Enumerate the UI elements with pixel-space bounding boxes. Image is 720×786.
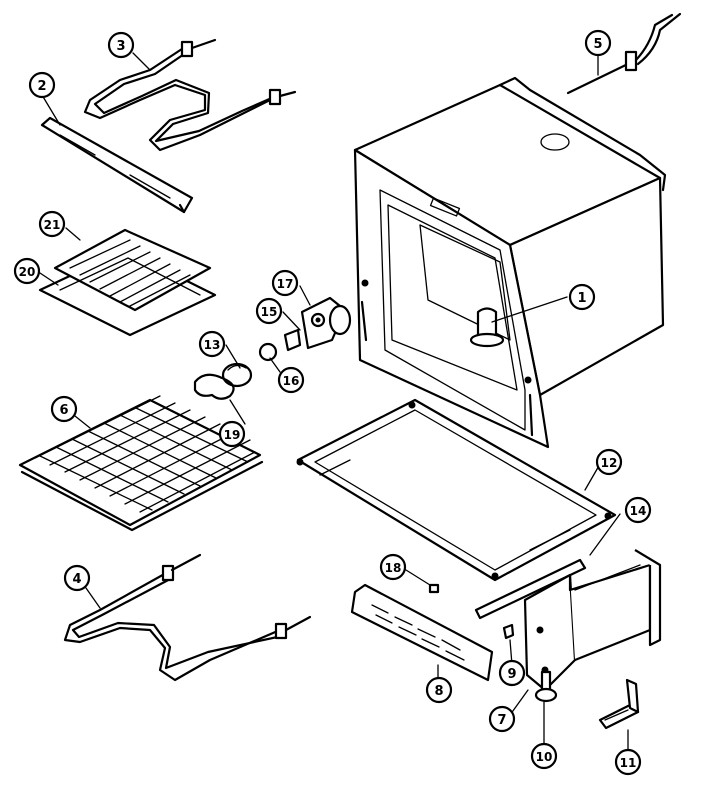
callout-label: 18: [385, 561, 402, 575]
callout-label: 3: [116, 39, 125, 54]
broil-element: [83, 38, 297, 152]
callout-label: 21: [44, 218, 61, 232]
callout-8: 8: [425, 676, 453, 704]
temperature-sensor: [566, 12, 682, 95]
bake-element: [63, 553, 312, 682]
callout-6: 6: [50, 395, 78, 423]
callout-label: 4: [72, 572, 81, 587]
callout-label: 12: [601, 456, 618, 470]
callout-label: 17: [277, 277, 294, 291]
callout-10: 10: [530, 742, 558, 770]
callout-label: 7: [497, 713, 506, 728]
broil-pan: [38, 228, 217, 337]
callout-7: 7: [488, 705, 516, 733]
callout-9: 9: [498, 659, 526, 687]
callout-label: 11: [620, 756, 637, 770]
callout-21: 21: [38, 210, 66, 238]
oven-light-assembly: [193, 296, 352, 400]
callout-label: 1: [577, 291, 586, 306]
leader-lines: [39, 52, 629, 754]
clip-9: [502, 623, 515, 640]
screw-18: [428, 583, 440, 594]
mounting-bracket: [40, 116, 194, 214]
anti-tip-bracket: [598, 678, 640, 730]
vent-plate: [350, 583, 494, 682]
callout-label: 19: [224, 428, 241, 442]
callout-11: 11: [614, 748, 642, 776]
callout-5: 5: [584, 29, 612, 57]
callout-label: 9: [507, 667, 516, 682]
callout-15: 15: [255, 297, 283, 325]
side-bracket: [523, 549, 662, 692]
callout-12: 12: [595, 448, 623, 476]
callout-label: 10: [536, 750, 553, 764]
callout-label: 6: [59, 403, 68, 418]
callout-label: 15: [261, 305, 278, 319]
callout-label: 8: [434, 684, 443, 699]
callout-label: 16: [283, 374, 300, 388]
callout-4: 4: [63, 564, 91, 592]
callout-16: 16: [277, 366, 305, 394]
oven-bottom: [296, 398, 617, 582]
callout-13: 13: [198, 330, 226, 358]
oven-cavity: [353, 76, 667, 449]
callout-1: 1: [568, 283, 596, 311]
callout-2: 2: [28, 71, 56, 99]
leveling-leg: [534, 670, 558, 703]
callout-label: 20: [19, 265, 36, 279]
callout-3: 3: [107, 31, 135, 59]
callout-label: 5: [593, 37, 602, 52]
oven-rack: [18, 395, 264, 532]
callout-20: 20: [13, 257, 41, 285]
callout-18: 18: [379, 553, 407, 581]
callout-label: 2: [37, 79, 46, 94]
callout-17: 17: [271, 269, 299, 297]
callout-label: 13: [204, 338, 221, 352]
callout-19: 19: [218, 420, 246, 448]
trim-strip: [474, 558, 587, 620]
callout-label: 14: [630, 504, 647, 518]
callout-14: 14: [624, 496, 652, 524]
